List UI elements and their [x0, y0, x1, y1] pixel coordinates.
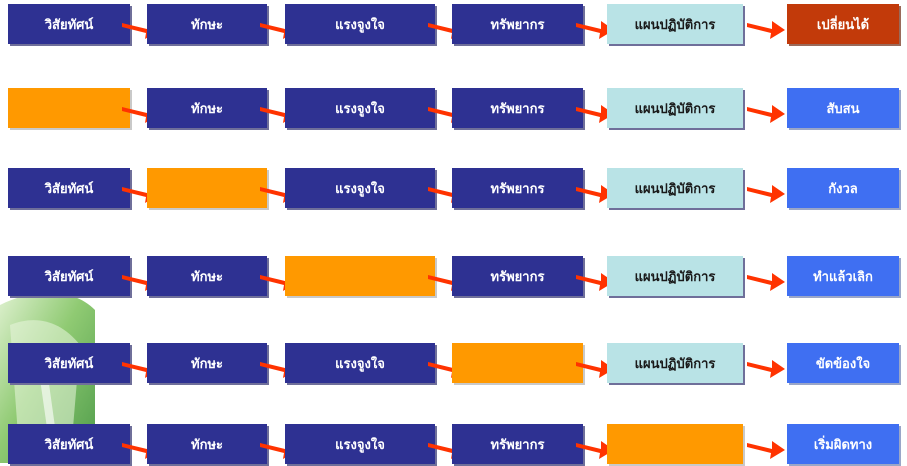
vision-box: วิสัยทัศน์ [8, 343, 130, 383]
motivation-box: แรงจูงใจ [285, 4, 435, 44]
arrow-icon [576, 273, 614, 291]
action-plan-box: แผนปฏิบัติการ [607, 168, 743, 208]
diagram-row-3: วิสัยทัศน์ แรงจูงใจ ทรัพยากร แผนปฏิบัติก… [0, 168, 907, 210]
arrow-icon [576, 105, 614, 123]
diagram-row-1: วิสัยทัศน์ ทักษะ แรงจูงใจ ทรัพยากร แผนปฏ… [0, 4, 907, 46]
diagram-row-6: วิสัยทัศน์ ทักษะ แรงจูงใจ ทรัพยากร เริ่ม… [0, 424, 907, 466]
skills-box: ทักษะ [147, 256, 267, 296]
skills-box: ทักษะ [147, 343, 267, 383]
motivation-box: แรงจูงใจ [285, 168, 435, 208]
diagram-row-2: ทักษะ แรงจูงใจ ทรัพยากร แผนปฏิบัติการ สั… [0, 88, 907, 130]
missing-element-box [8, 88, 130, 128]
result-box: เปลี่ยนได้ [787, 4, 899, 44]
skills-box: ทักษะ [147, 4, 267, 44]
arrow-icon [576, 185, 614, 203]
resources-box: ทรัพยากร [452, 168, 583, 208]
motivation-box: แรงจูงใจ [285, 88, 435, 128]
vision-box: วิสัยทัศน์ [8, 168, 130, 208]
result-box: เริ่มผิดทาง [787, 424, 899, 464]
arrow-icon [747, 441, 785, 459]
arrow-icon [576, 21, 614, 39]
arrow-icon [747, 21, 785, 39]
missing-element-box [452, 343, 583, 383]
result-box: ทำแล้วเลิก [787, 256, 899, 296]
vision-box: วิสัยทัศน์ [8, 424, 130, 464]
result-box: กังวล [787, 168, 899, 208]
vision-box: วิสัยทัศน์ [8, 256, 130, 296]
missing-element-box [607, 424, 743, 464]
skills-box: ทักษะ [147, 88, 267, 128]
arrow-icon [576, 360, 614, 378]
skills-box: ทักษะ [147, 424, 267, 464]
motivation-box: แรงจูงใจ [285, 424, 435, 464]
arrow-icon [747, 360, 785, 378]
diagram-row-5: วิสัยทัศน์ ทักษะ แรงจูงใจ แผนปฏิบัติการ … [0, 343, 907, 385]
action-plan-box: แผนปฏิบัติการ [607, 88, 743, 128]
action-plan-box: แผนปฏิบัติการ [607, 343, 743, 383]
resources-box: ทรัพยากร [452, 424, 583, 464]
arrow-icon [576, 441, 614, 459]
missing-element-box [147, 168, 267, 208]
missing-element-box [285, 256, 435, 296]
resources-box: ทรัพยากร [452, 256, 583, 296]
result-box: ขัดข้องใจ [787, 343, 899, 383]
result-box: สับสน [787, 88, 899, 128]
resources-box: ทรัพยากร [452, 88, 583, 128]
arrow-icon [747, 185, 785, 203]
diagram-row-4: วิสัยทัศน์ ทักษะ ทรัพยากร แผนปฏิบัติการ … [0, 256, 907, 298]
arrow-icon [747, 105, 785, 123]
resources-box: ทรัพยากร [452, 4, 583, 44]
motivation-box: แรงจูงใจ [285, 343, 435, 383]
vision-box: วิสัยทัศน์ [8, 4, 130, 44]
action-plan-box: แผนปฏิบัติการ [607, 256, 743, 296]
action-plan-box: แผนปฏิบัติการ [607, 4, 743, 44]
arrow-icon [747, 273, 785, 291]
